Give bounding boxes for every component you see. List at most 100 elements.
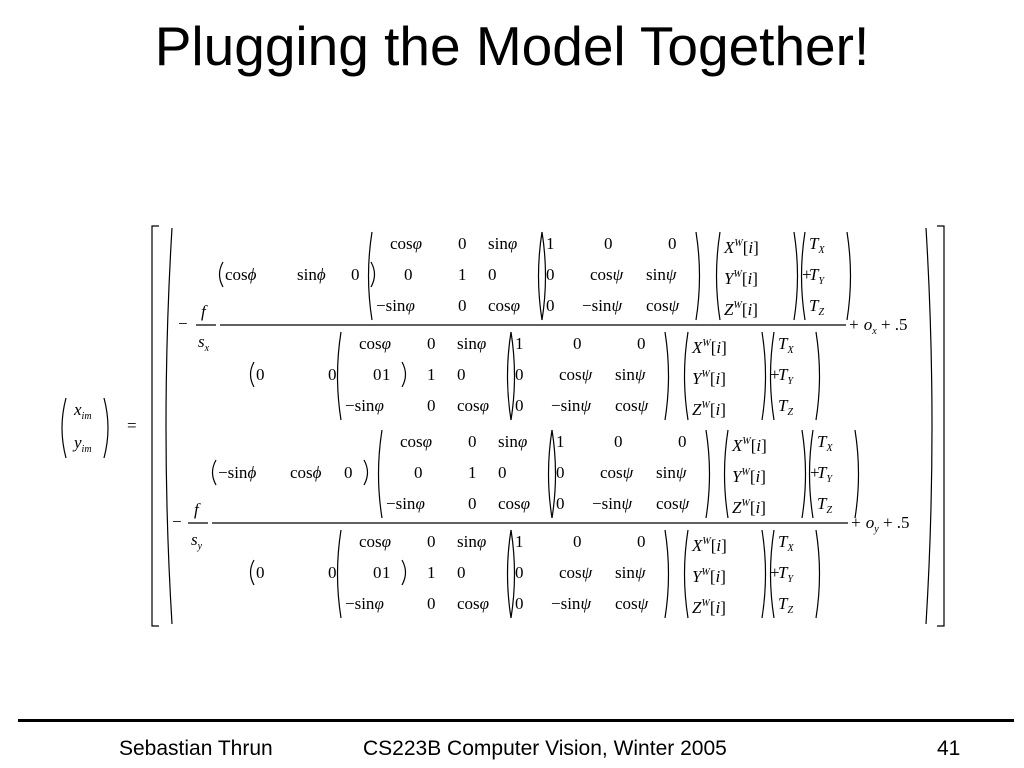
block-den-x-rotphi-2-0: −sinφ xyxy=(345,396,384,415)
block-num-y-world-2: ZW[i] xyxy=(732,498,766,517)
block-num-y-trans-2: TZ xyxy=(817,494,833,516)
block-den-y-rowvec-1: 0 xyxy=(328,563,337,582)
block-den-y-rotpsi-1-0: 0 xyxy=(515,563,524,582)
block-den-x-rotpsi-1-0: 0 xyxy=(515,365,524,384)
lhs-y-im: yim xyxy=(74,433,92,455)
block-den-x-rotphi-1-2: 0 xyxy=(457,365,466,384)
block-num-x-world-2: ZW[i] xyxy=(724,300,758,319)
block-num-x-rotpsi-0-1: 0 xyxy=(604,234,613,253)
block-den-x-rotphi-1-0: 0 xyxy=(373,365,382,384)
block-den-y-trans-0: TX xyxy=(778,532,794,554)
block-den-x-rowvec-0: 0 xyxy=(256,365,265,384)
block-num-x-plus: + xyxy=(802,265,812,284)
block-num-x-rotpsi-1-0: 0 xyxy=(546,265,555,284)
block-den-y-rotphi-0-1: 0 xyxy=(427,532,436,551)
block-num-y-trans-1: TY xyxy=(817,463,833,485)
block-den-y-rotphi-2-2: cosφ xyxy=(457,594,490,613)
block-num-y-rotphi-1-1: 1 xyxy=(468,463,477,482)
block-num-x-rotpsi-2-2: cosψ xyxy=(646,296,680,315)
block-num-x-trans-0: TX xyxy=(809,234,825,256)
block-num-y-rotphi-0-0: cosφ xyxy=(400,432,433,451)
block-num-y-rotpsi-1-1: cosψ xyxy=(600,463,634,482)
focal-f-y: f xyxy=(194,500,199,519)
footer-rule xyxy=(18,719,1014,722)
block-den-y-trans-2: TZ xyxy=(778,594,794,616)
block-den-x-rotpsi-1-1: cosψ xyxy=(559,365,593,384)
block-den-x-rotpsi-0-0: 1 xyxy=(515,334,524,353)
block-den-x-rotphi-0-1: 0 xyxy=(427,334,436,353)
block-num-y-rotpsi-0-0: 1 xyxy=(556,432,565,451)
block-num-x-trans-2: TZ xyxy=(809,296,825,318)
block-den-y-rowvec-0: 0 xyxy=(256,563,265,582)
block-num-y-rotphi-1-0: 0 xyxy=(414,463,423,482)
block-num-x-rotphi-1-2: 0 xyxy=(488,265,497,284)
block-num-x-rotphi-0-1: 0 xyxy=(458,234,467,253)
focal-s-x: sx xyxy=(198,332,210,354)
block-den-x-rotphi-1-1: 1 xyxy=(427,365,436,384)
block-num-y-rowvec-0: −sinϕ xyxy=(218,463,257,482)
focal-f-x: f xyxy=(201,302,206,321)
block-den-x-trans-2: TZ xyxy=(778,396,794,418)
block-den-x-trans-1: TY xyxy=(778,365,794,387)
minus-sign-x: − xyxy=(178,314,188,333)
block-num-y-rotpsi-0-2: 0 xyxy=(678,432,687,451)
block-num-x-rowvec-1: sinϕ xyxy=(297,265,326,284)
block-num-x-rotphi-1-0: 0 xyxy=(404,265,413,284)
block-den-y-rotpsi-0-0: 1 xyxy=(515,532,524,551)
block-den-y-rotphi-1-0: 0 xyxy=(373,563,382,582)
block-den-y-rotpsi-1-1: cosψ xyxy=(559,563,593,582)
block-den-y-trans-1: TY xyxy=(778,563,794,585)
block-num-y-rowvec-1: cosϕ xyxy=(290,463,322,482)
block-den-y-rotpsi-0-2: 0 xyxy=(637,532,646,551)
block-den-x-rotpsi-0-1: 0 xyxy=(573,334,582,353)
block-den-x-rotphi-2-2: cosφ xyxy=(457,396,490,415)
block-den-x-rotphi-0-0: cosφ xyxy=(359,334,392,353)
block-num-x-rotphi-2-2: cosφ xyxy=(488,296,521,315)
block-den-x-rowvec-1: 0 xyxy=(328,365,337,384)
block-num-x-rotpsi-2-0: 0 xyxy=(546,296,555,315)
block-den-y-rotphi-1-1: 1 xyxy=(427,563,436,582)
block-den-x-rotpsi-2-0: 0 xyxy=(515,396,524,415)
block-den-x-trans-0: TX xyxy=(778,334,794,356)
block-den-x-rotphi-0-2: sinφ xyxy=(457,334,487,353)
block-num-x-rotpsi-1-1: cosψ xyxy=(590,265,624,284)
lhs-x-im: xim xyxy=(74,400,92,422)
block-num-x-rotphi-2-0: −sinφ xyxy=(376,296,415,315)
block-den-y-world-0: XW[i] xyxy=(692,536,727,555)
block-den-x-rotpsi-2-2: cosψ xyxy=(615,396,649,415)
footer-page-number: 41 xyxy=(937,737,961,760)
block-den-x-world-0: XW[i] xyxy=(692,338,727,357)
block-den-y-rotpsi-2-1: −sinψ xyxy=(551,594,591,613)
focal-s-y: sy xyxy=(191,530,203,552)
block-den-x-rotphi-2-1: 0 xyxy=(427,396,436,415)
block-num-y-rotpsi-2-1: −sinψ xyxy=(592,494,632,513)
block-den-y-rotphi-1-2: 0 xyxy=(457,563,466,582)
block-den-y-rotpsi-1-2: sinψ xyxy=(615,563,646,582)
block-den-y-rotpsi-2-0: 0 xyxy=(515,594,524,613)
block-den-y-world-1: YW[i] xyxy=(692,567,726,586)
block-num-y-world-1: YW[i] xyxy=(732,467,766,486)
block-num-x-world-0: XW[i] xyxy=(724,238,759,257)
offset-y: + oy + .5 xyxy=(850,513,910,535)
block-num-y-rotphi-2-1: 0 xyxy=(468,494,477,513)
block-num-y-world-0: XW[i] xyxy=(732,436,767,455)
block-num-y-rotpsi-1-0: 0 xyxy=(556,463,565,482)
block-den-x-rotpsi-1-2: sinψ xyxy=(615,365,646,384)
block-den-y-rotphi-2-0: −sinφ xyxy=(345,594,384,613)
block-den-x-world-2: ZW[i] xyxy=(692,400,726,419)
block-num-x-rotphi-0-0: cosφ xyxy=(390,234,423,253)
block-num-y-rowvec-2: 0 xyxy=(344,463,353,482)
slide-title: Plugging the Model Together! xyxy=(154,15,870,77)
block-num-x-rotphi-2-1: 0 xyxy=(458,296,467,315)
block-num-y-rotphi-2-0: −sinφ xyxy=(386,494,425,513)
block-num-x-rotpsi-1-2: sinψ xyxy=(646,265,677,284)
block-num-y-trans-0: TX xyxy=(817,432,833,454)
block-num-y-rotpsi-1-2: sinψ xyxy=(656,463,687,482)
minus-sign-y: − xyxy=(172,512,182,531)
block-num-x-world-1: YW[i] xyxy=(724,269,758,288)
block-num-y-rotpsi-2-0: 0 xyxy=(556,494,565,513)
block-num-y-rotphi-1-2: 0 xyxy=(498,463,507,482)
block-den-y-world-2: ZW[i] xyxy=(692,598,726,617)
equals-sign: = xyxy=(127,416,137,435)
